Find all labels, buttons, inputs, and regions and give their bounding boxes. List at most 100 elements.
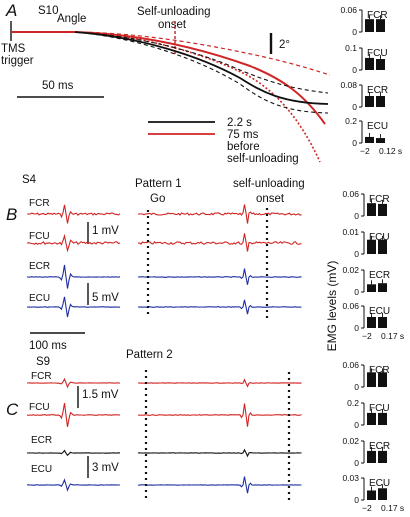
angle-trace-black-mean: [74, 31, 329, 105]
bar-chart-b-fcr-ytick-label: 0.06: [342, 189, 359, 199]
c-fcu-label: FCU: [29, 402, 50, 413]
bar-chart-c-ecu-muscle-label: ECU: [369, 478, 390, 489]
bar-chart-b-ecu-xtick-label-2: 0.17 s: [381, 331, 404, 341]
c-ecu-mep-trace: [26, 478, 120, 492]
bar-chart-c-ecr: 0.02 0 ECR: [342, 436, 390, 468]
bar-chart-c-ecu-xtick-label-2: 0.17 s: [381, 503, 404, 513]
bar-chart-b-ecu-xtick-label-1: −2: [362, 331, 372, 341]
bar-chart-c-ecu-ytick-label: 0.03: [342, 473, 359, 483]
panel-c-pattern: Pattern 2: [126, 349, 173, 361]
bar-chart-a-fcu-bar-2: [376, 59, 385, 70]
bar-chart-a-fcr-ytick-label: 0: [352, 27, 357, 37]
panel-c-letter: C: [6, 400, 19, 419]
panel-b-onset-1: self-unloading: [233, 178, 305, 190]
emg-traces-c: [26, 377, 302, 494]
bar-chart-a-fcu-muscle-label: FCU: [367, 48, 388, 59]
bar-chart-c-fcu-ytick-label: 0: [354, 420, 359, 430]
b-fcu-label: FCU: [29, 231, 50, 242]
bar-chart-b-ecr-bar-1: [367, 284, 376, 292]
panel-a-letter: A: [5, 1, 17, 20]
bar-chart-b-ecr-ytick-label: 0: [354, 287, 359, 297]
bar-chart-c-ecu-ytick-label: 0: [354, 495, 359, 505]
bar-chart-c-ecr-bar-2: [378, 450, 387, 463]
bar-chart-a-ecu-ytick-label: 0: [352, 138, 357, 148]
c-scale-label-2: 3 mV: [92, 462, 119, 474]
angle-trace-red-dashed-lower: [12, 31, 321, 163]
time-scale-label-a: 50 ms: [42, 80, 74, 92]
bar-chart-b-fcu-muscle-label: FCU: [369, 232, 390, 243]
tms-label-2: trigger: [1, 55, 34, 67]
panel-a-onset-label-2: onset: [158, 19, 187, 31]
b-ecu-late-trace: [137, 299, 302, 315]
bar-chart-a-fcr-bar-2: [376, 19, 385, 32]
bar-chart-b-ecr-muscle-label: ECR: [369, 270, 390, 281]
b-fcr-label: FCR: [29, 198, 50, 209]
bar-chart-b-ecu-ytick-label: 0.06: [342, 301, 359, 311]
c-fcu-late-trace: [137, 403, 302, 427]
panel-b-onset-2: onset: [256, 193, 285, 205]
bar-chart-b-ecr-ytick-label: 0.02: [342, 265, 359, 275]
bar-chart-c-ecu: 0.03 0 ECU −2 0.17 s: [342, 473, 404, 513]
bar-chart-b-fcu-bar-1: [367, 239, 376, 254]
bar-chart-b-fcr-ytick-label: 0: [354, 211, 359, 221]
bar-chart-c-ecu-bar-2: [378, 488, 387, 500]
bar-chart-c-ecr-muscle-label: ECR: [369, 441, 390, 452]
bar-chart-a-ecr-muscle-label: ECR: [367, 85, 388, 96]
bar-chart-a-ecr-ytick-label: 0: [352, 102, 357, 112]
bar-chart-a-ecu-bar-1: [365, 136, 374, 143]
panel-a-subject: S10: [38, 5, 58, 17]
bar-chart-b-fcu-bar-2: [378, 239, 387, 254]
bar-chart-c-ecr-ytick-label: 0.02: [342, 436, 359, 446]
bar-chart-c-ecu-bar-1: [367, 490, 376, 500]
emg-levels-axis-label: EMG levels (mV): [325, 261, 339, 352]
bar-chart-a-fcr-bar-1: [365, 19, 374, 32]
tms-label-1: TMS: [1, 43, 26, 55]
bar-chart-b-ecu: 0.06 0 ECU −2 0.17 s: [342, 301, 404, 341]
bar-chart-c-ecr-ytick-label: 0: [354, 458, 359, 468]
emg-traces-b: [26, 204, 302, 318]
c-fcr-label: FCR: [31, 371, 52, 382]
bar-chart-a-ecu-bar-2: [376, 138, 385, 143]
b-ecr-mep-trace: [27, 264, 121, 289]
bar-chart-c-ecu-xtick-label-1: −2: [362, 503, 372, 513]
bar-chart-b-ecu-muscle-label: ECU: [369, 306, 390, 317]
panel-b-go: Go: [150, 193, 165, 205]
legend-black-text: 2.2 s: [227, 117, 252, 129]
bar-chart-c-fcr-bar-1: [367, 372, 376, 387]
panel-c-subject: S9: [36, 356, 50, 368]
legend-red-text-1: 75 ms: [227, 129, 259, 141]
b-ecr-label: ECR: [29, 261, 50, 272]
angle-traces: [12, 31, 331, 163]
bar-chart-b-fcr-bar-1: [367, 203, 376, 216]
c-ecr-mep-trace: [27, 449, 121, 457]
b-fcr-mep-trace: [27, 204, 121, 224]
bar-chart-b-fcr: 0.06 0 FCR: [342, 189, 389, 221]
bar-chart-b-fcr-muscle-label: FCR: [369, 194, 390, 205]
b-fcu-mep-trace: [26, 233, 121, 253]
bar-chart-b-ecu-bar-2: [378, 317, 387, 328]
bar-chart-a-fcu-bar-1: [365, 57, 374, 70]
angle-trace-red-mean: [12, 31, 326, 125]
bar-chart-a-fcr-muscle-label: FCR: [367, 10, 388, 21]
bar-chart-c-fcu-ytick-label: 0.2: [347, 398, 359, 408]
bar-chart-a-ecu-xtick-label-1: −2: [360, 146, 370, 156]
angle-scale-label: 2°: [279, 39, 290, 51]
legend-red-text-2: before: [227, 141, 260, 153]
b-time-scale-label: 100 ms: [29, 340, 67, 352]
bar-chart-c-ecr-bar-1: [367, 450, 376, 463]
bar-chart-c-fcr-ytick-label: 0.06: [342, 360, 359, 370]
bar-chart-a-ecu-ytick-label: 0.2: [345, 116, 357, 126]
b-fcu-late-trace: [137, 233, 302, 252]
bar-chart-b-fcr-bar-2: [378, 203, 387, 216]
bar-chart-b-ecu-ytick-label: 0: [354, 323, 359, 333]
c-scale-label-1: 1.5 mV: [82, 389, 119, 401]
legend-red-text-3: self-unloading: [227, 153, 299, 165]
